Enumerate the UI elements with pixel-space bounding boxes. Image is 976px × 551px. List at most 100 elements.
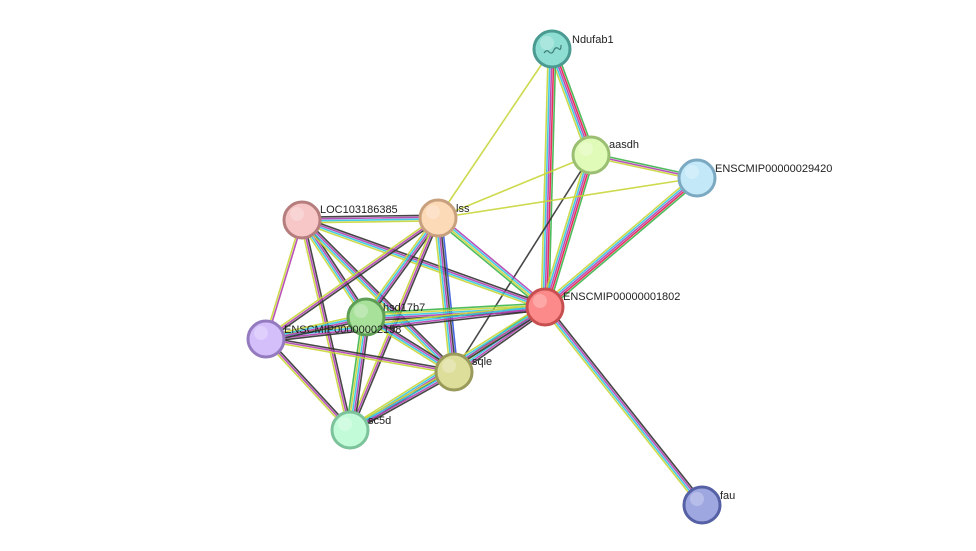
edge-lss-sqle[interactable] bbox=[433, 217, 459, 373]
node-highlight bbox=[533, 294, 547, 308]
edge-loc103186385-ensc2158[interactable] bbox=[264, 219, 304, 340]
node-highlight bbox=[540, 36, 554, 50]
node-circle[interactable] bbox=[682, 485, 722, 525]
node-fau[interactable]: fau bbox=[682, 485, 735, 525]
node-label: sc5d bbox=[368, 415, 391, 427]
edge-aasdh-ensc1802[interactable] bbox=[540, 153, 596, 309]
edge-evidence-line-green bbox=[546, 180, 700, 311]
edge-evidence-line-green bbox=[547, 49, 557, 308]
edge-evidence-line-green bbox=[547, 155, 596, 309]
edge-evidence-line-yellow bbox=[542, 174, 696, 305]
node-circle[interactable] bbox=[418, 198, 458, 238]
node-highlight bbox=[290, 207, 304, 221]
edge-ndufab1-lss[interactable] bbox=[437, 48, 553, 219]
node-hsd17b7[interactable]: hsd17b7 bbox=[346, 297, 425, 337]
node-highlight bbox=[354, 304, 368, 318]
node-label: hsd17b7 bbox=[383, 302, 425, 314]
edge-aasdh-lss[interactable] bbox=[437, 154, 592, 219]
edge-evidence-line-purple bbox=[265, 217, 439, 340]
edge-evidence-line-yellow bbox=[540, 153, 589, 307]
node-circle[interactable] bbox=[330, 410, 370, 450]
edge-evidence-line-purple bbox=[266, 220, 304, 340]
edge-evidence-line-purple bbox=[545, 305, 704, 505]
edge-sqle-sc5d[interactable] bbox=[348, 368, 456, 434]
edge-evidence-line-red bbox=[545, 178, 699, 310]
edge-evidence-line-purple bbox=[544, 177, 698, 308]
node-label: ENSCMIP00000029420 bbox=[715, 163, 832, 175]
edge-evidence-line-black bbox=[301, 214, 438, 218]
edge-evidence-line-yellow bbox=[264, 219, 302, 339]
edge-ensc29420-lss[interactable] bbox=[437, 177, 698, 219]
node-label: sqle bbox=[472, 356, 492, 368]
edge-ndufab1-ensc1802[interactable] bbox=[540, 48, 557, 308]
edge-ensc1802-fau[interactable] bbox=[542, 304, 705, 508]
edge-aasdh-sqle[interactable] bbox=[453, 154, 592, 373]
edge-evidence-line-yellow bbox=[542, 308, 701, 508]
node-sqle[interactable]: sqle bbox=[434, 352, 492, 392]
edge-evidence-line-purple bbox=[302, 218, 546, 307]
node-circle[interactable] bbox=[434, 352, 474, 392]
edge-lss-ensc1802[interactable] bbox=[435, 215, 548, 310]
node-label: lss bbox=[456, 203, 470, 215]
node-highlight bbox=[442, 359, 456, 373]
node-circle[interactable] bbox=[532, 29, 572, 69]
edge-evidence-line-black bbox=[350, 373, 456, 434]
edge-evidence-line-yellow bbox=[265, 340, 454, 375]
edge-evidence-line-purple bbox=[366, 218, 440, 319]
edge-loc103186385-ensc1802[interactable] bbox=[300, 216, 547, 311]
edge-evidence-line-black bbox=[266, 309, 546, 343]
edge-evidence-line-cyan bbox=[543, 175, 697, 307]
node-highlight bbox=[426, 205, 440, 219]
edge-evidence-line-cyan bbox=[301, 220, 545, 309]
node-highlight bbox=[338, 417, 352, 431]
edge-evidence-line-yellow bbox=[540, 48, 550, 307]
node-label: LOC103186385 bbox=[320, 204, 398, 216]
node-circle[interactable] bbox=[571, 135, 611, 175]
node-circle[interactable] bbox=[246, 319, 286, 359]
edge-evidence-line-cyan bbox=[542, 48, 551, 307]
node-ndufab1[interactable]: Ndufab1 bbox=[532, 29, 614, 69]
node-circle[interactable] bbox=[282, 200, 322, 240]
node-highlight bbox=[579, 142, 593, 156]
edge-evidence-line-yellow bbox=[264, 339, 350, 432]
node-sc5d[interactable]: sc5d bbox=[330, 410, 391, 450]
edge-evidence-line-cyan bbox=[302, 218, 439, 222]
edges-layer bbox=[264, 47, 705, 508]
edge-evidence-line-green bbox=[365, 302, 545, 315]
edge-evidence-line-red bbox=[546, 155, 594, 308]
edge-evidence-line-purple bbox=[544, 48, 553, 308]
node-lss[interactable]: lss bbox=[418, 198, 470, 238]
edge-loc103186385-lss[interactable] bbox=[301, 214, 439, 224]
node-aasdh[interactable]: aasdh bbox=[571, 135, 639, 175]
node-label: aasdh bbox=[609, 139, 639, 151]
edge-evidence-line-yellow bbox=[363, 215, 437, 316]
edge-lss-hsd17b7[interactable] bbox=[363, 215, 441, 320]
edge-evidence-line-black bbox=[266, 336, 455, 371]
edge-evidence-line-yellow bbox=[348, 368, 454, 429]
edge-evidence-line-red bbox=[546, 49, 555, 308]
edge-evidence-line-purple bbox=[544, 154, 592, 308]
node-ensc1802[interactable]: ENSCMIP00000001802 bbox=[525, 287, 680, 327]
edge-evidence-line-purple bbox=[350, 372, 455, 432]
edge-evidence-line-yellow bbox=[437, 154, 592, 219]
node-circle[interactable] bbox=[525, 287, 565, 327]
node-circle[interactable] bbox=[346, 297, 386, 337]
node-highlight bbox=[254, 326, 268, 340]
edge-ensc1802-ensc2158[interactable] bbox=[265, 303, 546, 343]
edge-lss-ensc2158[interactable] bbox=[264, 215, 440, 342]
node-highlight bbox=[685, 165, 699, 179]
edge-evidence-line-cyan bbox=[364, 216, 438, 317]
edge-ensc2158-sc5d[interactable] bbox=[264, 337, 352, 432]
edge-ensc2158-sqle[interactable] bbox=[265, 336, 455, 375]
node-ensc2158[interactable]: ENSCMIP00000002158 bbox=[246, 319, 401, 359]
edge-ensc29420-ensc1802[interactable] bbox=[542, 174, 700, 311]
node-ensc29420[interactable]: ENSCMIP00000029420 bbox=[677, 158, 832, 198]
edge-evidence-line-black bbox=[302, 216, 547, 306]
edge-evidence-line-green bbox=[435, 219, 544, 310]
node-label: ENSCMIP00000002158 bbox=[284, 324, 401, 336]
node-circle[interactable] bbox=[677, 158, 717, 198]
node-label: Ndufab1 bbox=[572, 34, 614, 46]
node-loc103186385[interactable]: LOC103186385 bbox=[282, 200, 398, 240]
edge-evidence-line-cyan bbox=[265, 305, 545, 339]
